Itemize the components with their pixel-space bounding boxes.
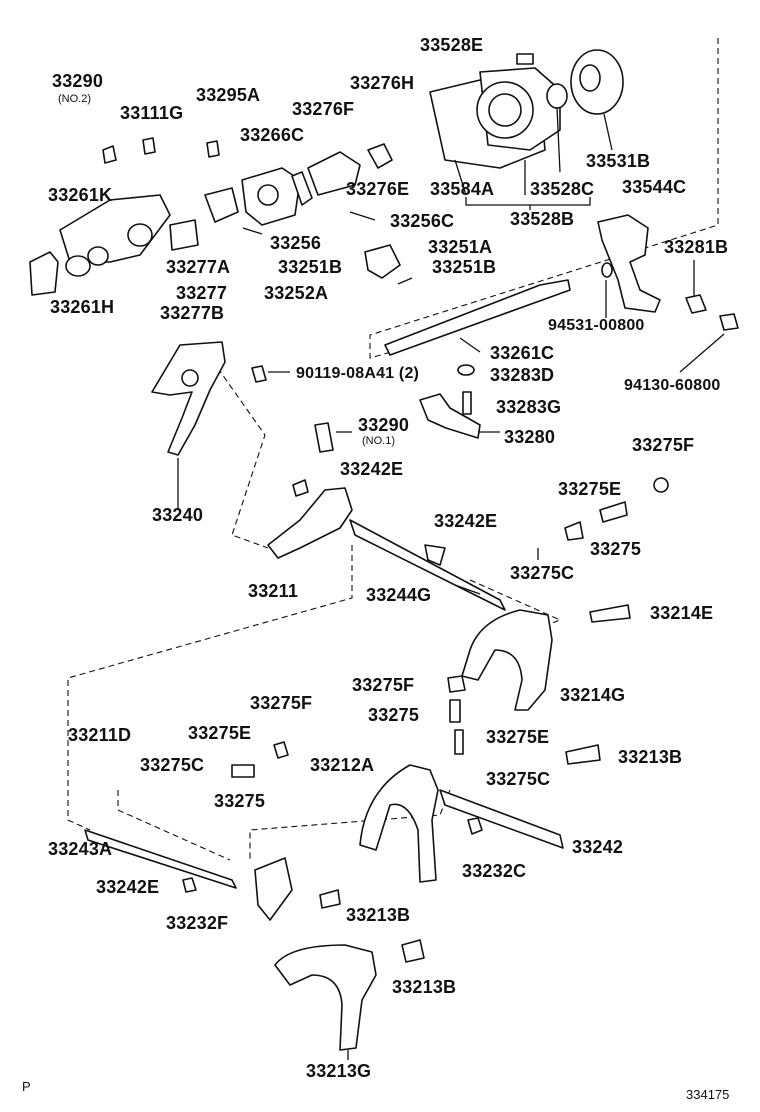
part-label-33275f-2: 33275F: [352, 675, 415, 695]
part-label-33275c-2: 33275C: [140, 755, 205, 775]
shift-housing-drawing: [29, 137, 413, 296]
part-label-33211: 33211: [248, 581, 299, 601]
shift-fork-lower-drawing: [274, 939, 425, 1051]
part-label-33261k: 33261K: [48, 185, 113, 205]
part-label-33276h: 33276H: [350, 73, 415, 93]
part-label-33256c: 33256C: [390, 211, 455, 231]
part-label-33261c: 33261C: [490, 343, 555, 363]
part-label-33232f: 33232F: [166, 913, 229, 933]
part-label-33275f: 33275F: [632, 435, 695, 455]
part-label-33252a: 33252A: [264, 283, 329, 303]
select-lever-drawing: [151, 341, 267, 456]
shift-rail-lower-drawing: [84, 829, 341, 921]
shift-head-drawing: [384, 214, 739, 376]
part-label-33283g: 33283G: [496, 397, 562, 417]
part-label-33277b: 33277B: [160, 303, 225, 323]
part-label-33111g: 33111G: [120, 103, 184, 123]
part-label-33214g: 33214G: [560, 685, 626, 705]
shift-fork-upper-drawing: [447, 604, 631, 755]
part-label-33261h: 33261H: [50, 297, 115, 317]
dashed-outline-upper: [369, 38, 719, 359]
part-label-33213g: 33213G: [306, 1061, 372, 1081]
figure-number: 334175: [686, 1087, 730, 1102]
part-label-33256: 33256: [270, 233, 322, 253]
part-label-33232c: 33232C: [462, 861, 527, 881]
part-label-33251b-2: 33251B: [432, 257, 497, 277]
dashed-outline-rail: [117, 790, 231, 861]
part-sublabel-no2: (NO.2): [58, 93, 91, 105]
part-label-33528b: 33528B: [510, 209, 575, 229]
part-label-33290-no2: 33290: [52, 71, 104, 91]
part-label-33244g: 33244G: [366, 585, 432, 605]
part-label-94531-00800: 94531-00800: [548, 317, 645, 334]
part-label-33242: 33242: [572, 837, 624, 857]
part-sublabel-no1: (NO.1): [362, 435, 395, 447]
part-label-33213b-3: 33213B: [392, 977, 457, 997]
part-label-33275e-2: 33275E: [486, 727, 550, 747]
part-label-33275f-3: 33275F: [250, 693, 313, 713]
part-label-33277: 33277: [176, 283, 228, 303]
part-label-33213b-2: 33213B: [346, 905, 411, 925]
part-label-33276f: 33276F: [292, 99, 355, 119]
part-label-33281b: 33281B: [664, 237, 729, 257]
dashed-outline-mid: [211, 359, 269, 549]
part-label-33276e: 33276E: [346, 179, 410, 199]
part-label-33213b: 33213B: [618, 747, 683, 767]
part-label-33544c: 33544C: [622, 177, 687, 197]
part-label-33290-no1: 33290: [358, 415, 410, 435]
part-label-90119-08a41: 90119-08A41 (2): [296, 365, 420, 382]
part-label-33266c: 33266C: [240, 125, 305, 145]
part-label-33214e: 33214E: [650, 603, 714, 623]
shift-fork-middle-drawing: [231, 741, 601, 883]
part-label-33528e: 33528E: [420, 35, 484, 55]
part-label-33275-2: 33275: [368, 705, 420, 725]
part-label-33251b: 33251B: [278, 257, 343, 277]
part-label-33283d: 33283D: [490, 365, 555, 385]
part-label-33212a: 33212A: [310, 755, 375, 775]
dashed-outline-lower: [67, 545, 353, 831]
part-label-33275e: 33275E: [558, 479, 622, 499]
shift-rail-upper-drawing: [267, 477, 669, 611]
part-label-33251a: 33251A: [428, 237, 493, 257]
part-label-33280: 33280: [504, 427, 556, 447]
part-label-33275c: 33275C: [510, 563, 575, 583]
part-label-33277a: 33277A: [166, 257, 231, 277]
part-label-33295a: 33295A: [196, 85, 261, 105]
part-label-33211d: 33211D: [68, 725, 132, 745]
part-label-33240: 33240: [152, 505, 204, 525]
part-label-33584a: 33584A: [430, 179, 495, 199]
part-label-33242e-3: 33242E: [96, 877, 160, 897]
part-label-33528c: 33528C: [530, 179, 595, 199]
part-label-33275c-3: 33275C: [486, 769, 551, 789]
bearing-retainer-drawing: [429, 49, 624, 169]
part-label-33531b: 33531B: [586, 151, 651, 171]
part-label-33275-3: 33275: [214, 791, 266, 811]
part-label-94130-60800: 94130-60800: [624, 377, 721, 394]
part-label-33242e-2: 33242E: [434, 511, 498, 531]
part-label-33275e-3: 33275E: [188, 723, 252, 743]
part-label-33275: 33275: [590, 539, 642, 559]
part-label-33243a: 33243A: [48, 839, 113, 859]
page-marker: P: [22, 1079, 31, 1094]
part-label-33242e: 33242E: [340, 459, 404, 479]
